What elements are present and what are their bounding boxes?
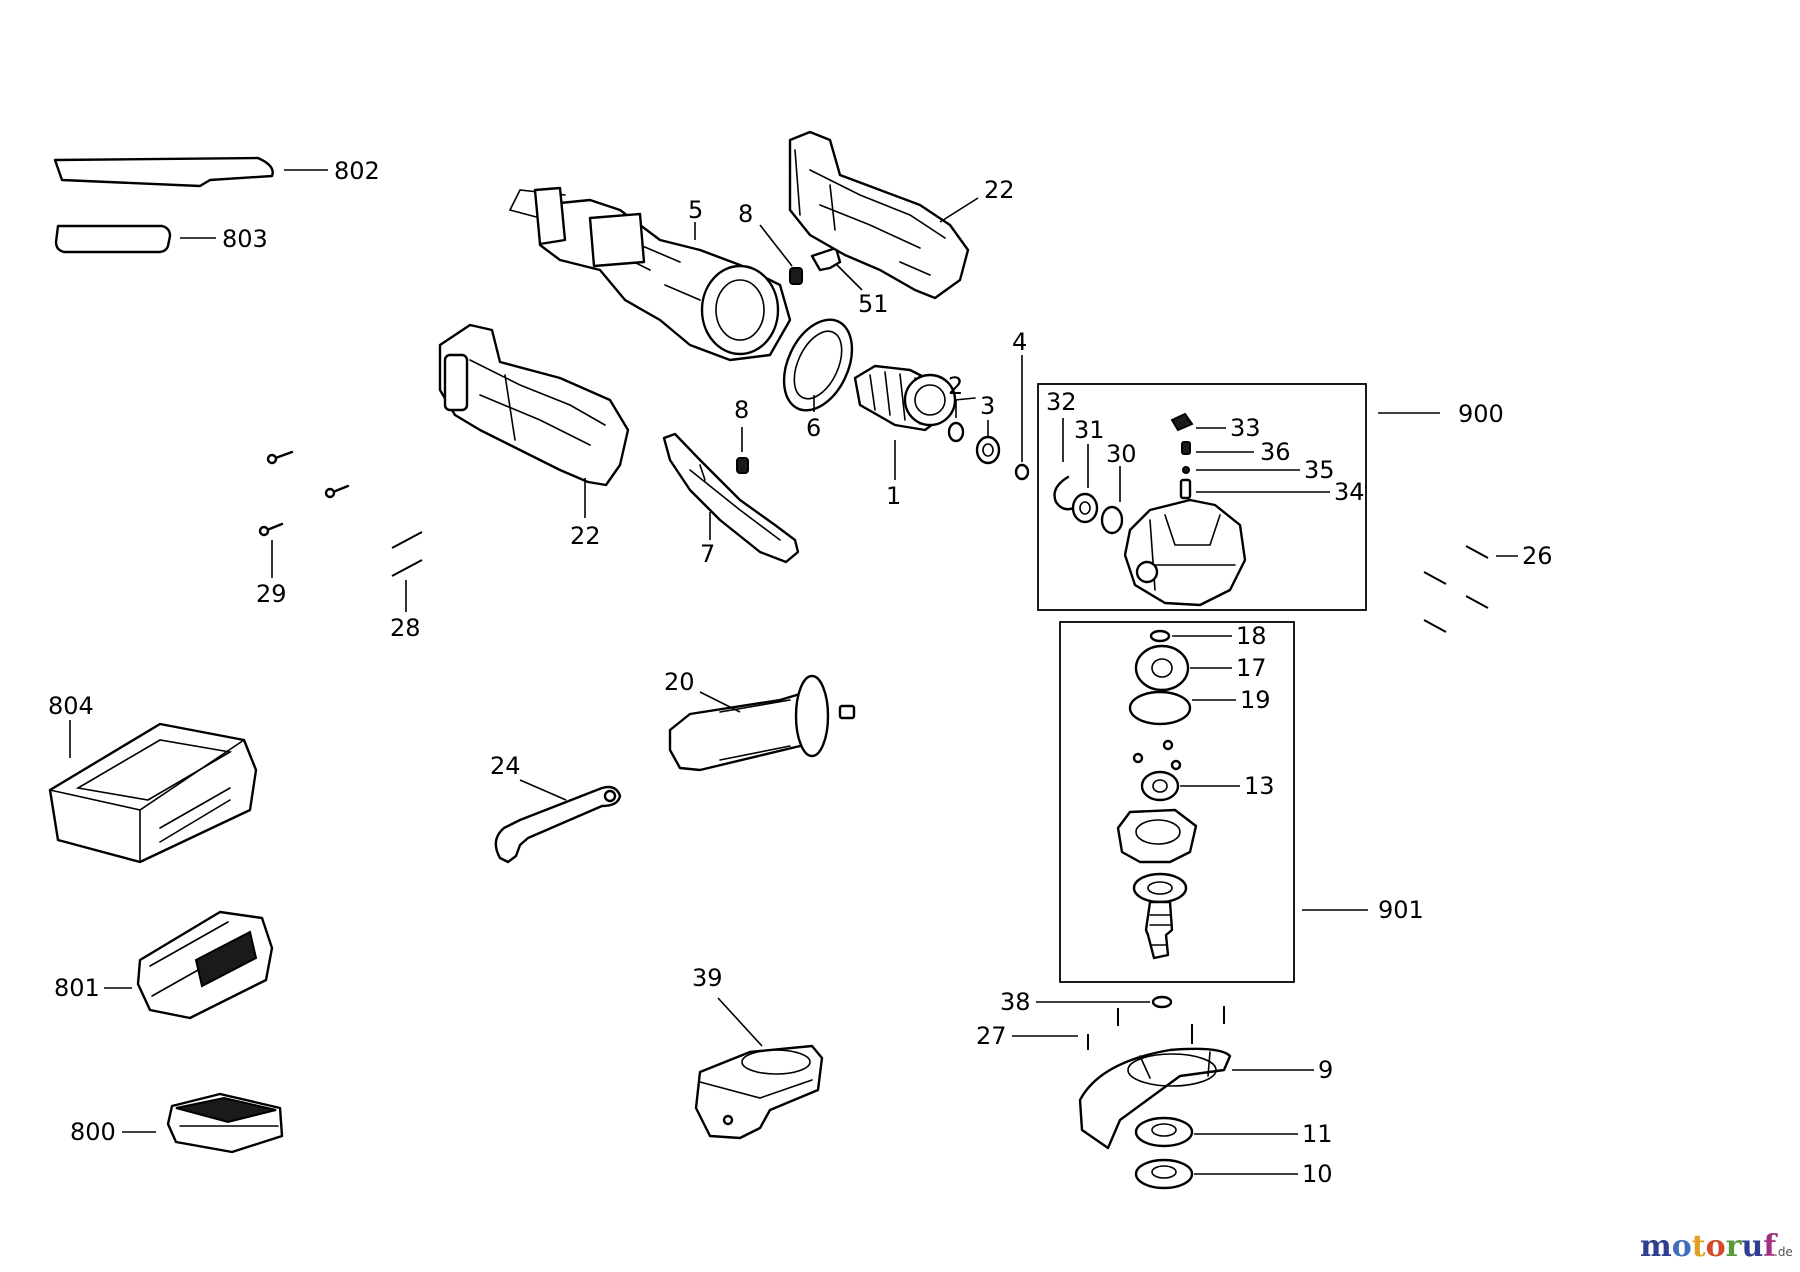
retaining-ring-part-32 xyxy=(1053,418,1080,511)
label-strip-803 xyxy=(54,224,216,254)
gear-housing-assembly-box-900 xyxy=(1037,383,1367,611)
bearing-plate xyxy=(1116,808,1198,864)
battery-pack-part-801 xyxy=(104,910,274,1020)
callout-51: 51 xyxy=(858,290,889,318)
ring-part-18 xyxy=(1149,629,1232,643)
callout-24: 24 xyxy=(490,752,521,780)
side-handle-part-20 xyxy=(668,674,856,772)
wheel-guard-part-39 xyxy=(694,997,824,1140)
callout-804: 804 xyxy=(48,692,94,720)
callout-800: 800 xyxy=(70,1118,116,1146)
watermark-letter: o xyxy=(1706,1229,1726,1264)
o-ring-part-19 xyxy=(1128,690,1236,726)
callout-19: 19 xyxy=(1240,686,1271,714)
spring-part-36 xyxy=(1181,441,1254,455)
watermark-letter: m xyxy=(1640,1229,1672,1264)
callout-5: 5 xyxy=(688,196,703,224)
callout-33: 33 xyxy=(1230,414,1261,442)
callout-27: 27 xyxy=(976,1022,1007,1050)
spindle xyxy=(1144,900,1174,960)
callout-8a: 8 xyxy=(738,200,753,228)
callout-10: 10 xyxy=(1302,1160,1333,1188)
ring-part-6 xyxy=(782,318,854,412)
bearing-part-13 xyxy=(1140,770,1240,802)
screws-part-26 xyxy=(1423,545,1518,633)
callout-39: 39 xyxy=(692,964,723,992)
switch-part-51 xyxy=(810,246,863,291)
callout-34: 34 xyxy=(1334,478,1365,506)
spanner-wrench-part-24 xyxy=(494,779,622,864)
bearing-part-3 xyxy=(975,420,1001,465)
bearing-part-31 xyxy=(1071,444,1099,524)
callout-17: 17 xyxy=(1236,654,1267,682)
screws-part-29 xyxy=(258,450,350,578)
screws-part-27 xyxy=(1012,1006,1225,1050)
callout-22b: 22 xyxy=(570,522,601,550)
wheel-guard-part-9 xyxy=(1078,1047,1314,1150)
watermark-suffix: .de xyxy=(1774,1245,1793,1259)
inner-flange-part-11 xyxy=(1134,1116,1298,1148)
callout-38: 38 xyxy=(1000,988,1031,1016)
gear-assembly-box-901 xyxy=(1059,621,1295,983)
ring-part-38 xyxy=(1036,995,1173,1009)
callout-labels: 802 803 5 8 22 51 4 6 2 3 1 8 22 7 29 28… xyxy=(48,157,1553,1188)
nut-part-4 xyxy=(1014,355,1030,481)
callout-22a: 22 xyxy=(984,176,1015,204)
callout-802: 802 xyxy=(334,157,380,185)
screws-part-13-small xyxy=(1132,739,1182,771)
watermark-letter: r xyxy=(1726,1229,1743,1264)
watermark-letter: f xyxy=(1763,1229,1778,1264)
battery-pack-part-800 xyxy=(122,1092,284,1154)
callout-36: 36 xyxy=(1260,438,1291,466)
watermark-text: motoruf xyxy=(1640,1229,1778,1264)
callout-11: 11 xyxy=(1302,1120,1333,1148)
watermark-letter: u xyxy=(1741,1229,1763,1264)
watermark-letter: o xyxy=(1672,1229,1692,1264)
gear-wheel xyxy=(1132,872,1188,904)
housing-half-part-22-upper xyxy=(788,130,979,300)
callout-29: 29 xyxy=(256,580,287,608)
carry-case-part-804 xyxy=(48,720,258,864)
callout-901: 901 xyxy=(1378,896,1424,924)
callout-26: 26 xyxy=(1522,542,1553,570)
bearing-part-17 xyxy=(1134,644,1232,692)
watermark-letter: t xyxy=(1692,1229,1706,1264)
spring-part-8b xyxy=(736,427,749,474)
flange-nut-part-10 xyxy=(1134,1158,1298,1190)
screws-part-28 xyxy=(391,531,423,612)
gear-housing-body xyxy=(1123,498,1247,607)
callout-803: 803 xyxy=(222,225,268,253)
o-ring-part-30 xyxy=(1100,466,1124,535)
callout-1: 1 xyxy=(886,482,901,510)
callout-18: 18 xyxy=(1236,622,1267,650)
callout-7: 7 xyxy=(700,540,715,568)
armature-part-1 xyxy=(853,364,976,480)
callout-801: 801 xyxy=(54,974,100,1002)
pin-part-34 xyxy=(1179,478,1330,500)
switch-lever-part-7 xyxy=(662,432,800,564)
washer-part-2 xyxy=(947,400,965,443)
ring-part-35 xyxy=(1182,466,1300,474)
lock-button-part-33 xyxy=(1170,412,1226,432)
watermark-logo: motoruf .de xyxy=(1640,1229,1793,1264)
callout-900: 900 xyxy=(1458,400,1504,428)
callout-13: 13 xyxy=(1244,772,1275,800)
callout-31: 31 xyxy=(1074,416,1105,444)
callout-32: 32 xyxy=(1046,388,1077,416)
handle-half-part-22-lower xyxy=(438,323,630,518)
motor-housing-part-5 xyxy=(508,186,792,362)
callout-35: 35 xyxy=(1304,456,1335,484)
callout-3: 3 xyxy=(980,392,995,420)
callout-28: 28 xyxy=(390,614,421,642)
callout-6: 6 xyxy=(806,414,821,442)
callout-30: 30 xyxy=(1106,440,1137,468)
label-strip-802 xyxy=(53,156,328,188)
callout-4: 4 xyxy=(1012,328,1027,356)
callout-8b: 8 xyxy=(734,396,749,424)
callout-20: 20 xyxy=(664,668,695,696)
callout-2: 2 xyxy=(948,372,963,400)
spring-part-8a xyxy=(759,224,803,285)
callout-9: 9 xyxy=(1318,1056,1333,1084)
